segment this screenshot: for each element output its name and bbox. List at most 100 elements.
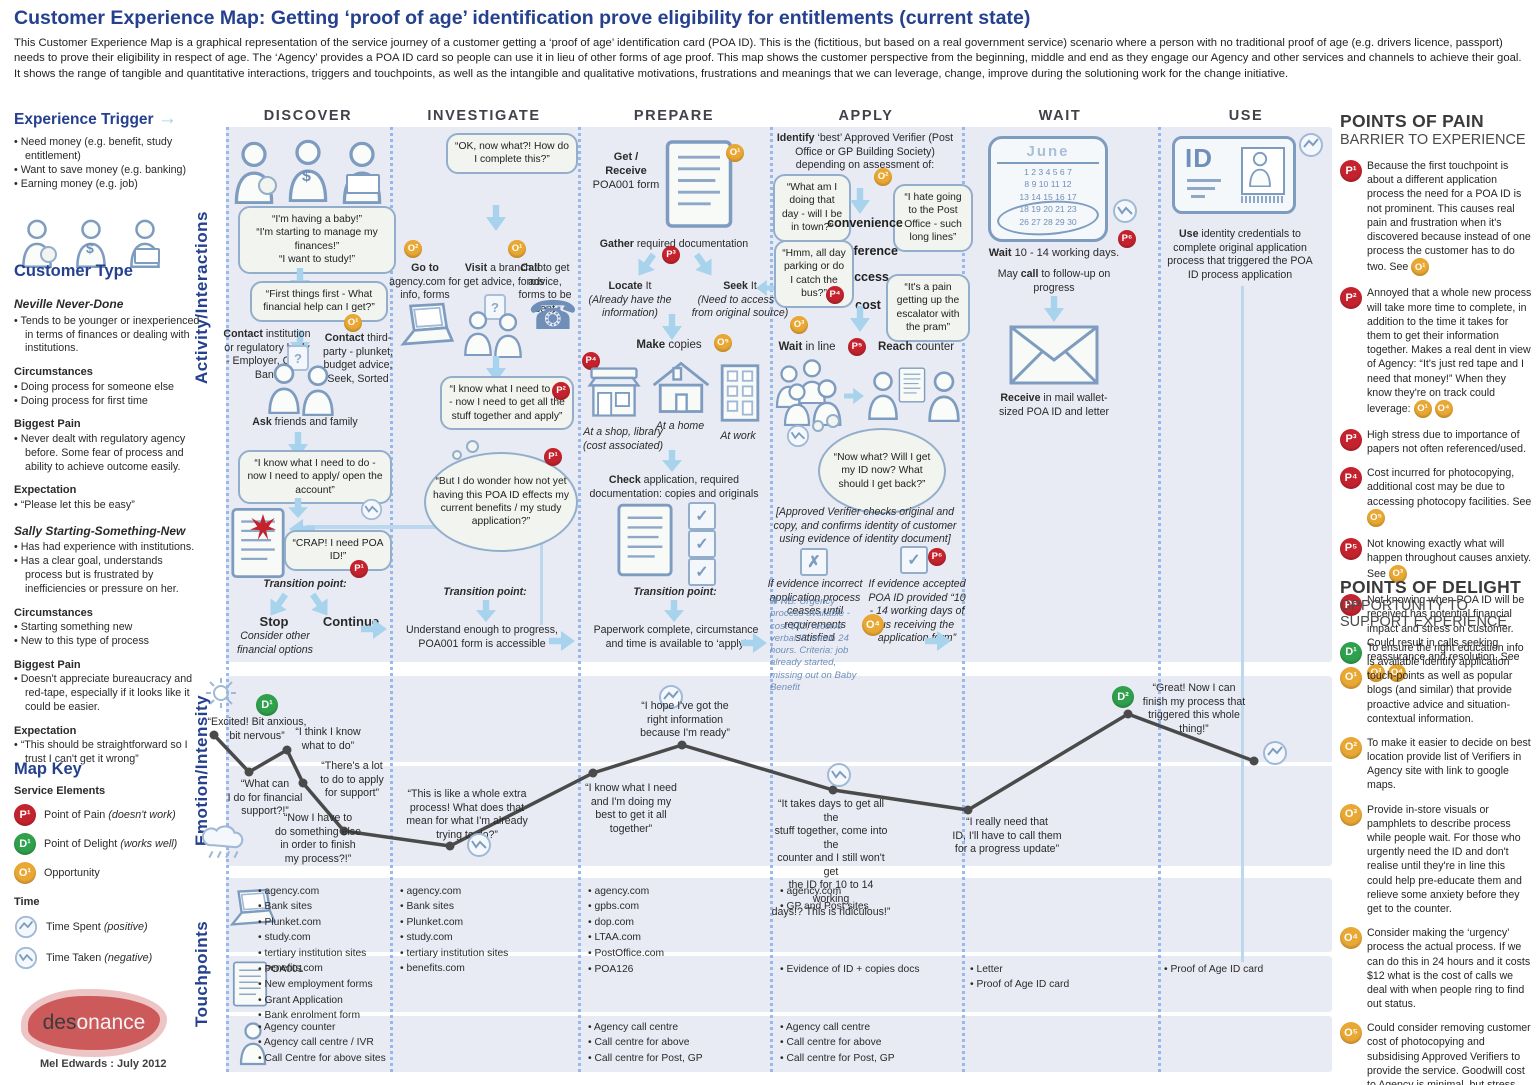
thought-dot (812, 420, 824, 432)
touchpoint-list-web-apply: agency.comGP and Post sites (780, 884, 940, 915)
pain-panel-subtitle: BARRIER TO EXPERIENCE (1340, 132, 1526, 149)
envelope-icon (1008, 324, 1100, 386)
transition-point-label: Transition point: (633, 586, 717, 598)
touchpoint-list-web-prepare: agency.comgpbs.comdop.comLTAA.comPostOff… (588, 884, 748, 961)
pain-badge: P⁴ (826, 286, 844, 304)
emotion-quote: “This is like a whole extra process! Wha… (406, 788, 528, 841)
call-label: Call to get advice, forms to be sent (518, 262, 572, 315)
flow-line (1241, 286, 1244, 962)
list-item: Letter (970, 962, 1130, 977)
list-item: Plunket.com (400, 915, 560, 930)
experience-trigger-list: Need money (e.g. benefit, study entitlem… (14, 136, 200, 192)
logo-text: onance (76, 1011, 146, 1034)
make-copies-label: Make copies (636, 339, 702, 351)
list-item: Earning money (e.g. job) (14, 178, 200, 192)
evidence-accepted-text: If evidence accepted POA ID provided “10… (868, 578, 966, 645)
person-icon (266, 362, 302, 414)
person-icon (340, 140, 384, 204)
list-item: GP and Post sites (780, 899, 940, 914)
checkbox-checked-icon: ✓ (688, 530, 716, 558)
time-taken-icon (786, 424, 810, 448)
list-item: Doing process for first time (14, 395, 200, 409)
calendar-week: 13 14 15 16 17 (1019, 191, 1077, 202)
time-taken-icon (1112, 198, 1138, 224)
map-key: Map Key Service Elements P¹ Point of Pai… (14, 760, 200, 977)
pain-panel-title: POINTS OF PAIN (1340, 111, 1484, 131)
column-divider (578, 127, 581, 1072)
person-icon (492, 312, 524, 358)
transition-point-label: Transition point: (443, 586, 527, 598)
person-icon (926, 370, 962, 422)
emotion-quote: “What can I do for financial support?!” (227, 778, 303, 818)
time-title: Time (14, 896, 40, 908)
touchpoint-list-forms-wait: LetterProof of Age ID card (970, 962, 1130, 993)
speech-bubble: “I know what I need to do - now I need t… (440, 376, 574, 431)
list-item: Call centre for above (588, 1035, 748, 1050)
legend-delight: D¹ Point of Delight (works well) (14, 833, 200, 855)
reach-counter-label: Reach counter (877, 341, 955, 353)
person-icon (462, 310, 494, 356)
opportunity-badge: O¹ (726, 144, 744, 162)
check-label: Check application, required documentatio… (589, 474, 759, 500)
use-credentials-label: Use identity credentials to complete ori… (1167, 228, 1313, 281)
opportunity-badge: O⁴ (862, 614, 884, 636)
transition-text: Paperwork complete, circumstance and tim… (593, 624, 759, 650)
list-item: Call centre for Post, GP (780, 1051, 940, 1066)
legend-opportunity: O¹ Opportunity (14, 862, 200, 884)
emotion-midline (226, 762, 1332, 766)
calendar-week: 1 2 3 4 5 6 7 (1024, 167, 1072, 177)
at-home-label: At a home (655, 420, 705, 432)
checkbox-checked-icon: ✓ (688, 558, 716, 586)
delight-item: O⁵ Could consider removing customer cost… (1340, 1021, 1532, 1085)
pain-item: P⁴ Cost incurred for photocopying, addit… (1340, 466, 1532, 527)
delight-item: O² To make it easier to decide on best l… (1340, 736, 1532, 793)
delight-badge-icon: D¹ (14, 833, 36, 855)
touchpoint-list-forms-prepare: POA126 (588, 962, 738, 977)
time-taken-icon (466, 832, 492, 858)
wait-in-line-label: Wait in line (778, 341, 836, 353)
pain-badge: P³ (1340, 428, 1362, 451)
stage-prepare: PREPARE (633, 108, 715, 124)
calendar-week: 18 19 20 21 23 (1019, 204, 1077, 215)
delight-badge: D¹ (256, 694, 278, 716)
list-item: Doesn't appreciate bureaucracy and red-t… (14, 673, 200, 715)
list-item: study.com (258, 930, 390, 945)
touchpoint-list-forms-use: Proof of Age ID card (1164, 962, 1324, 977)
list-item: Starting something new (14, 621, 200, 635)
delight-item: O⁴ Consider making the ‘urgency’ process… (1340, 926, 1532, 1011)
opportunity-badge: O¹ (344, 314, 362, 332)
document-icon (898, 366, 926, 404)
touchpoint-list-channels-prepare: Agency call centreCall centre for aboveC… (588, 1020, 748, 1066)
list-item: Plunket.com (258, 915, 390, 930)
list-item: Agency counter (258, 1020, 418, 1035)
checkbox-cross-icon: ✗ (800, 548, 828, 576)
pain-badge: P³ (662, 246, 680, 264)
list-item: Call centre for Post, GP (588, 1051, 748, 1066)
visit-label: Visit a branch to get advice, forms (463, 262, 545, 288)
column-divider (962, 127, 965, 1072)
building-icon (718, 362, 762, 424)
opportunity-badge: O¹ (1340, 666, 1362, 689)
thought-bubble: “Now what? Will I get my ID now? What sh… (818, 428, 946, 514)
legend-label: Time Spent (46, 921, 104, 933)
delight-panel-title: POINTS OF DELIGHT (1340, 577, 1522, 597)
list-item: tertiary institution sites (258, 946, 390, 961)
opportunity-ref-badge: O¹ (1413, 399, 1432, 418)
rain-cloud-icon (202, 824, 248, 860)
column-divider (1158, 127, 1161, 1072)
list-item: Agency call centre / IVR (258, 1035, 418, 1050)
document-icon (664, 138, 734, 230)
pain-item: P² Annoyed that a whole new process will… (1340, 286, 1532, 418)
pain-badge: P¹ (544, 448, 562, 466)
question-icon: ? (287, 345, 309, 371)
legend-note: (positive) (103, 921, 148, 933)
list-item: Agency call centre (588, 1020, 748, 1035)
list-item: Bank enrolment form (258, 1008, 408, 1023)
pain-badge: P² (552, 382, 570, 400)
list-item: “Please let this be easy” (14, 499, 200, 513)
list-item: PostOffice.com (588, 946, 748, 961)
list-item: Bank sites (400, 899, 560, 914)
thought-dot (466, 440, 479, 453)
pain-badge: P⁴ (582, 352, 600, 370)
go-to-label: Go to agency.com for info, forms (389, 262, 461, 302)
